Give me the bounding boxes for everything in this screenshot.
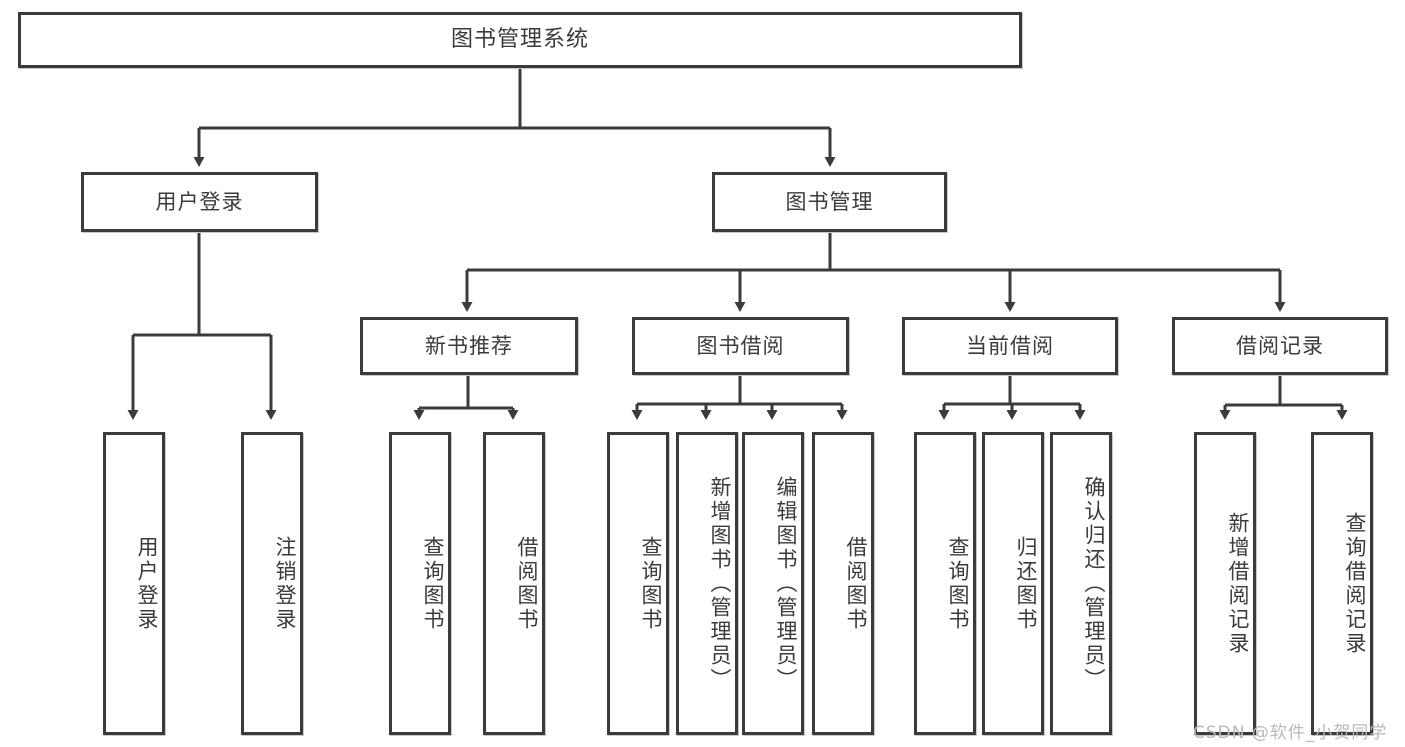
leaf-borrow-add-book[interactable]: 新增图书（管理员） [676, 432, 738, 735]
node-book-borrow[interactable]: 图书借阅 [632, 317, 849, 375]
node-label: 编辑图书（管理员） [774, 475, 798, 692]
leaf-record-search[interactable]: 查询借阅记录 [1311, 432, 1373, 735]
leaf-current-search-book[interactable]: 查询图书 [914, 432, 976, 735]
node-label: 确认归还（管理员） [1082, 475, 1106, 692]
leaf-borrow-borrow-book[interactable]: 借阅图书 [812, 432, 874, 735]
node-label: 新增图书（管理员） [708, 475, 732, 692]
node-label: 图书借阅 [696, 333, 785, 358]
node-user-login[interactable]: 用户登录 [81, 172, 318, 232]
node-borrow-record[interactable]: 借阅记录 [1172, 317, 1388, 375]
node-label: 图书管理系统 [450, 27, 589, 53]
node-label: 新增借阅记录 [1226, 511, 1250, 656]
node-label: 图书管理 [785, 189, 874, 214]
leaf-new-book-borrow[interactable]: 借阅图书 [483, 432, 545, 735]
node-label: 查询借阅记录 [1343, 511, 1367, 656]
node-label: 借阅图书 [515, 535, 539, 632]
leaf-user-login[interactable]: 用户登录 [103, 432, 165, 735]
leaf-current-confirm-return[interactable]: 确认归还（管理员） [1050, 432, 1112, 735]
node-label: 注销登录 [273, 535, 297, 632]
watermark-text: CSDN @软件_小贺同学 [1193, 723, 1388, 743]
node-new-book-recommend[interactable]: 新书推荐 [360, 317, 578, 375]
leaf-borrow-search-book[interactable]: 查询图书 [607, 432, 669, 735]
leaf-current-return-book[interactable]: 归还图书 [982, 432, 1044, 735]
leaf-user-logout[interactable]: 注销登录 [241, 432, 303, 735]
node-label: 新书推荐 [425, 333, 513, 358]
leaf-record-add[interactable]: 新增借阅记录 [1194, 432, 1256, 735]
node-root-system[interactable]: 图书管理系统 [18, 12, 1022, 68]
node-label: 归还图书 [1014, 535, 1038, 632]
node-label: 用户登录 [135, 535, 159, 632]
leaf-new-book-search[interactable]: 查询图书 [389, 432, 451, 735]
node-current-borrow[interactable]: 当前借阅 [902, 317, 1118, 375]
node-label: 查询图书 [946, 535, 970, 632]
node-label: 当前借阅 [966, 333, 1054, 358]
node-book-management[interactable]: 图书管理 [712, 172, 947, 232]
leaf-borrow-edit-book[interactable]: 编辑图书（管理员） [742, 432, 804, 735]
node-label: 借阅图书 [844, 535, 868, 632]
node-label: 查询图书 [421, 535, 445, 632]
node-label: 用户登录 [155, 189, 244, 214]
node-label: 查询图书 [639, 535, 663, 632]
node-label: 借阅记录 [1236, 333, 1324, 358]
